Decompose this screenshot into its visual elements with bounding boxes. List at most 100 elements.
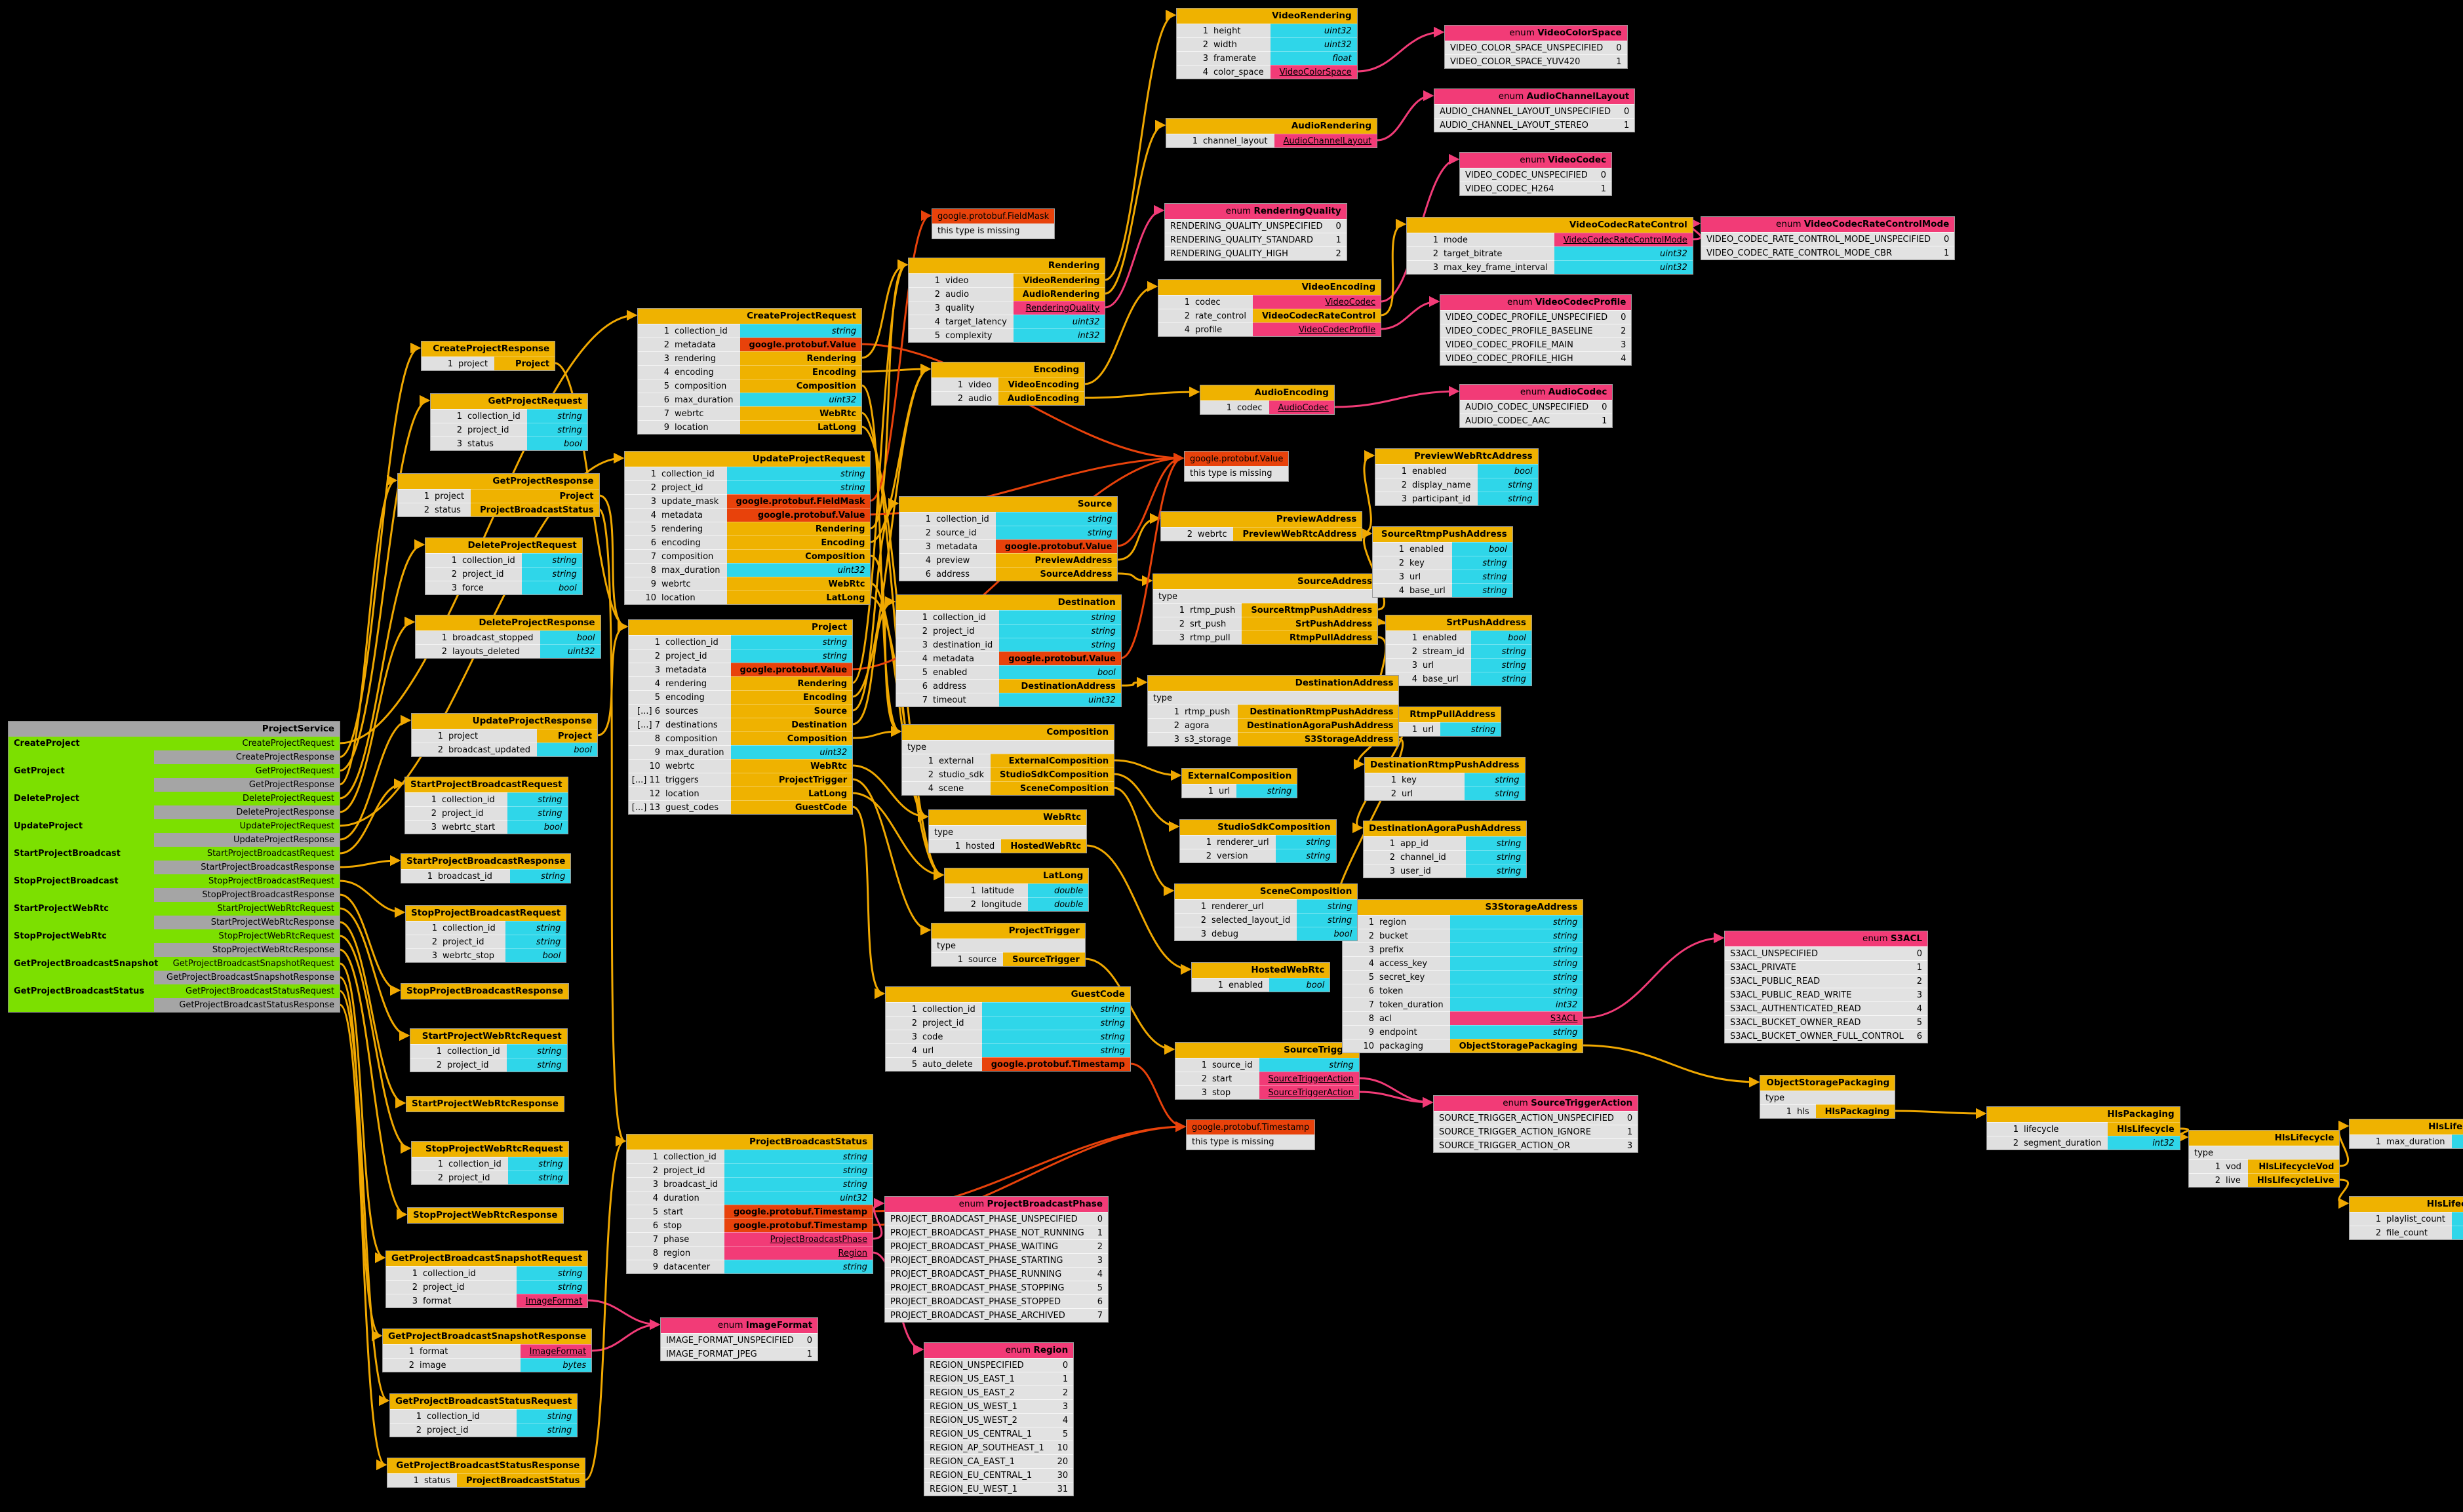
edge-ProjectService-to-StartProjectBroadcastResponse bbox=[339, 855, 401, 868]
field-type: Encoding bbox=[739, 364, 862, 379]
field-number: 1 bbox=[424, 491, 429, 501]
enum-value-name: PROJECT_BROADCAST_PHASE_STOPPING bbox=[890, 1283, 1065, 1293]
method-name: UpdateProject bbox=[14, 821, 83, 831]
field-number: 2 bbox=[424, 505, 429, 515]
field-type: string bbox=[724, 1259, 873, 1273]
field-name: audio bbox=[945, 289, 970, 300]
field-number: 2 bbox=[934, 289, 940, 300]
message-title: DestinationRtmpPushAddress bbox=[1365, 758, 1525, 773]
enum-value-number: 3 bbox=[1097, 1255, 1103, 1266]
message-title: Project bbox=[629, 620, 853, 635]
method-response-type: GetProjectResponse bbox=[154, 777, 340, 792]
missing-type-note: this type is missing bbox=[1187, 1134, 1315, 1150]
field-name: acl bbox=[1379, 1013, 1392, 1024]
enum-value-name: IMAGE_FORMAT_UNSPECIFIED bbox=[666, 1335, 794, 1346]
field-name: user_id bbox=[1400, 866, 1431, 876]
field-number: 4 bbox=[922, 653, 928, 664]
service-response-row: StopProjectBroadcastResponse bbox=[9, 887, 340, 902]
field-number: 2 bbox=[2215, 1175, 2220, 1186]
method-request-type: GetProjectBroadcastSnapshotRequest bbox=[172, 958, 334, 969]
enum-value-number: 0 bbox=[1600, 170, 1607, 180]
message-title: StartProjectBroadcastRequest bbox=[405, 777, 568, 792]
message-title: Destination bbox=[896, 595, 1121, 610]
field-number: 1 bbox=[412, 1268, 418, 1279]
field-number: [...] 11 bbox=[631, 775, 660, 785]
enum-value-name: REGION_EU_WEST_1 bbox=[930, 1484, 1017, 1494]
enum-value-name: REGION_AP_SOUTHEAST_1 bbox=[930, 1443, 1044, 1453]
field-type: string bbox=[999, 610, 1121, 624]
field-type: google.protobuf.Value bbox=[999, 651, 1121, 665]
method-request-type: GetProjectBroadcastStatusRequest bbox=[185, 986, 334, 996]
field-type: int32 bbox=[2108, 1135, 2180, 1150]
field-number: 3 bbox=[1173, 734, 1179, 745]
field-number: 3 bbox=[1179, 632, 1185, 643]
field-number: 2 bbox=[1398, 558, 1404, 568]
service-title: ProjectService bbox=[9, 722, 340, 737]
message-title: GetProjectResponse bbox=[398, 474, 599, 489]
field-name: composition bbox=[665, 733, 718, 744]
field-number: 3 bbox=[1398, 572, 1404, 582]
enum-value-name: PROJECT_BROADCAST_PHASE_UNSPECIFIED bbox=[890, 1214, 1078, 1224]
message-title: HlsLifecycleLive bbox=[2350, 1197, 2463, 1212]
method-response-type: GetProjectBroadcastSnapshotResponse bbox=[154, 970, 340, 984]
field-type: Rendering bbox=[730, 676, 853, 690]
field-number: 6 bbox=[925, 569, 931, 579]
method-response-type: StartProjectWebRtcResponse bbox=[154, 915, 340, 929]
field-name: collection_id bbox=[665, 637, 719, 648]
field-number: 3 bbox=[1401, 494, 1407, 504]
field-number: 1 bbox=[1202, 26, 1208, 36]
field-name: max_duration bbox=[665, 747, 724, 758]
field-number: 1 bbox=[1401, 466, 1407, 476]
field-type: AudioEncoding bbox=[998, 391, 1085, 405]
field-number: 5 bbox=[663, 381, 669, 391]
field-type: bool bbox=[537, 742, 598, 756]
field-type: DestinationRtmpPushAddress bbox=[1237, 704, 1399, 718]
field-type: Rendering bbox=[726, 521, 871, 535]
field-name: agora bbox=[1185, 720, 1210, 731]
field-name: project bbox=[435, 491, 465, 501]
edge-ProjectService-to-StopProjectBroadcastResponse bbox=[339, 893, 401, 996]
field-type: string bbox=[724, 1163, 873, 1177]
field-name: token bbox=[1379, 986, 1404, 996]
field-name: url bbox=[1219, 786, 1231, 796]
field-name: access_key bbox=[1379, 958, 1428, 969]
field-number: 4 bbox=[652, 1193, 658, 1203]
field-number: 3 bbox=[431, 950, 437, 961]
edge-Project-to-Composition bbox=[852, 726, 902, 739]
field-name: broadcast_stopped bbox=[452, 632, 534, 643]
edge-ProjectBroadcastStatus-to-ProjectBroadcastPhase bbox=[872, 1197, 885, 1240]
message-StartProjectWebRtcResponse: StartProjectWebRtcResponse bbox=[406, 1096, 564, 1112]
method-request-type: DeleteProjectRequest bbox=[243, 793, 334, 804]
field-type: Composition bbox=[730, 731, 853, 745]
enum-value-name: PROJECT_BROADCAST_PHASE_STOPPED bbox=[890, 1296, 1061, 1307]
field-type: string bbox=[526, 408, 587, 423]
message-title: UpdateProjectResponse bbox=[412, 714, 598, 729]
field-type: Destination bbox=[730, 717, 853, 731]
